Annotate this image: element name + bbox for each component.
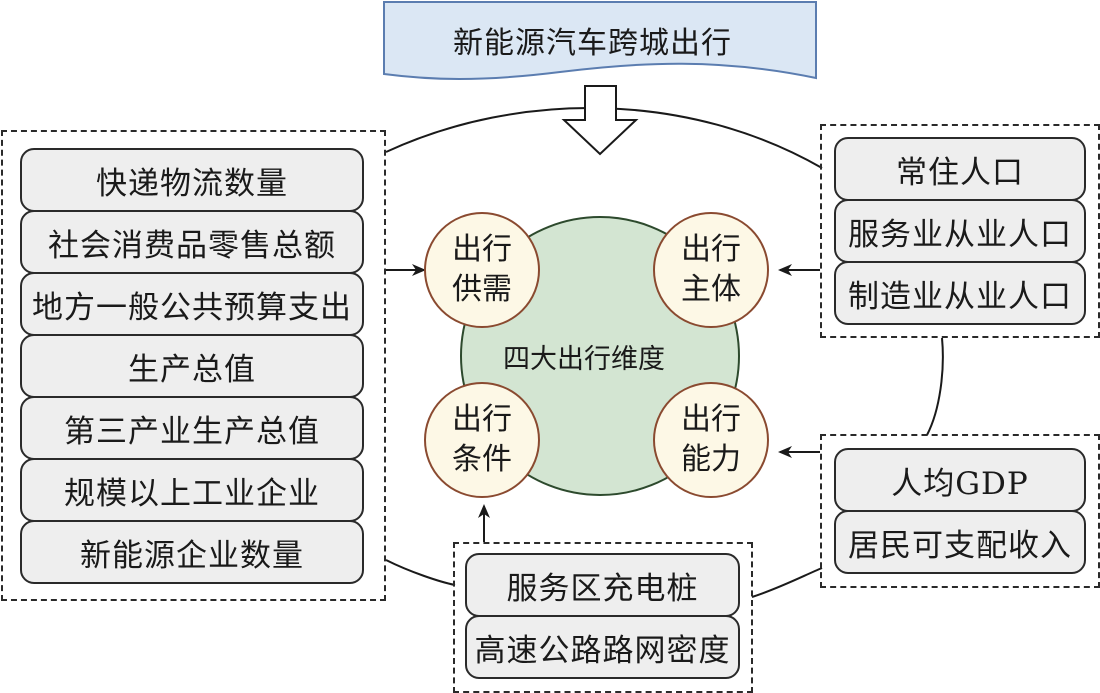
node-line: 出行 bbox=[452, 402, 512, 437]
node-line: 能力 bbox=[681, 442, 741, 477]
arc-bottom-right bbox=[751, 567, 823, 598]
indicator-box: 服务区充电桩 bbox=[465, 553, 740, 617]
indicator-box: 人均GDP bbox=[834, 448, 1086, 512]
indicator-box: 制造业从业人口 bbox=[834, 261, 1086, 325]
indicator-box: 高速公路路网密度 bbox=[465, 615, 740, 679]
group-conditions bbox=[453, 542, 753, 693]
indicator-box: 新能源企业数量 bbox=[20, 520, 364, 584]
indicator-box: 规模以上工业企业 bbox=[20, 458, 364, 522]
node-line: 出行 bbox=[452, 232, 512, 267]
page-title: 新能源汽车跨城出行 bbox=[453, 26, 732, 61]
indicator-box: 服务业从业人口 bbox=[834, 199, 1086, 263]
group-subject bbox=[820, 124, 1100, 338]
indicator-box: 社会消费品零售总额 bbox=[20, 210, 364, 274]
group-ability bbox=[820, 434, 1100, 588]
title-banner bbox=[383, 1, 817, 80]
node-line: 出行 bbox=[681, 402, 741, 437]
node-line: 条件 bbox=[452, 442, 512, 477]
node-line: 出行 bbox=[681, 232, 741, 267]
node-supply-demand: 出行 供需 bbox=[424, 212, 540, 328]
indicator-box: 生产总值 bbox=[20, 334, 364, 398]
node-conditions: 出行 条件 bbox=[424, 382, 540, 498]
node-ability: 出行 能力 bbox=[653, 382, 769, 498]
arc-right bbox=[926, 337, 944, 436]
down-arrow-icon bbox=[561, 85, 639, 156]
indicator-box: 居民可支配收入 bbox=[834, 510, 1086, 574]
indicator-box: 常住人口 bbox=[834, 137, 1086, 201]
node-line: 主体 bbox=[681, 272, 741, 307]
indicator-box: 第三产业生产总值 bbox=[20, 396, 364, 460]
node-line: 供需 bbox=[452, 272, 512, 307]
indicator-box: 快递物流数量 bbox=[20, 148, 364, 212]
center-label: 四大出行维度 bbox=[503, 344, 665, 375]
node-subject: 出行 主体 bbox=[653, 212, 769, 328]
group-supply-demand bbox=[1, 130, 386, 601]
arc-bottom-left bbox=[385, 559, 456, 586]
indicator-box: 地方一般公共预算支出 bbox=[20, 272, 364, 336]
